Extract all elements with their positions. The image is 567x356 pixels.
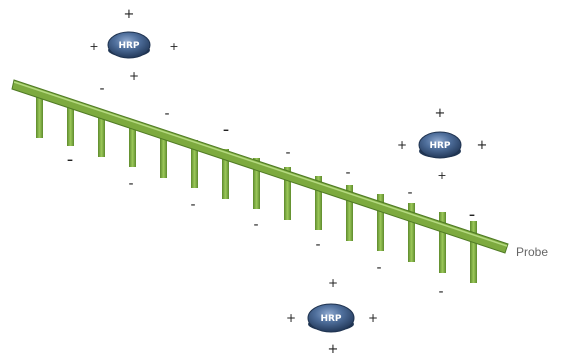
positive-charge: + (435, 106, 446, 121)
positive-charge: + (328, 342, 339, 356)
negative-charge: - (407, 185, 412, 201)
hrp-body (307, 303, 355, 333)
positive-charges: + + + + + + + + + + + + (89, 7, 487, 356)
negative-charge: - (128, 176, 133, 192)
probe-tooth (315, 176, 322, 230)
positive-charge: + (437, 169, 446, 182)
probe-tooth (98, 113, 105, 157)
hrp-label: HRP (118, 41, 139, 51)
hrp-label: HRP (429, 141, 450, 151)
probe-tooth (222, 149, 229, 199)
probe-strand (11, 79, 509, 283)
probe-tooth (284, 167, 291, 220)
probe-tooth (377, 194, 384, 251)
hrp-label: HRP (320, 314, 341, 324)
negative-charge: - (99, 81, 104, 97)
probe-tooth (67, 104, 74, 146)
positive-charge: + (477, 138, 488, 153)
probe-tooth (191, 140, 198, 188)
positive-charge: + (368, 311, 378, 325)
negative-charge: - (285, 145, 290, 161)
positive-charge: + (169, 40, 178, 53)
negative-charge: - (253, 217, 258, 233)
negative-charge: - (164, 106, 169, 122)
positive-charge: + (397, 138, 407, 152)
hrp-enzyme-top: HRP (107, 31, 151, 59)
positive-charge: + (286, 311, 296, 325)
hrp-enzyme-right: HRP (418, 131, 462, 159)
negative-charge: - (190, 197, 195, 213)
positive-charge: + (129, 69, 139, 83)
probe-tooth (129, 122, 136, 167)
probe-tooth (160, 131, 167, 178)
hrp-body (418, 131, 462, 159)
probe-backbone-highlight (13, 81, 508, 247)
probe-tooth (470, 221, 477, 283)
probe-tooth (439, 212, 446, 273)
probe-tooth (36, 96, 43, 138)
positive-charge: + (328, 276, 338, 290)
negative-charge: - (315, 237, 320, 253)
negative-charge: - (345, 165, 350, 181)
negative-charge: - (469, 204, 476, 225)
probe-tooth (408, 203, 415, 262)
positive-charge: + (89, 40, 98, 53)
probe-tooth (253, 158, 260, 209)
probe-label: Probe (516, 245, 548, 259)
probe-tooth (346, 185, 353, 241)
hrp-body (107, 31, 151, 59)
negative-charge: - (223, 119, 230, 140)
negative-charge: - (67, 149, 74, 170)
negative-charge: - (376, 260, 381, 276)
positive-charge: + (124, 7, 135, 22)
negative-charges: - - - - - - - - - - - - - - (67, 81, 476, 300)
negative-charge: - (438, 284, 443, 300)
hrp-enzyme-bottom: HRP (307, 303, 355, 333)
